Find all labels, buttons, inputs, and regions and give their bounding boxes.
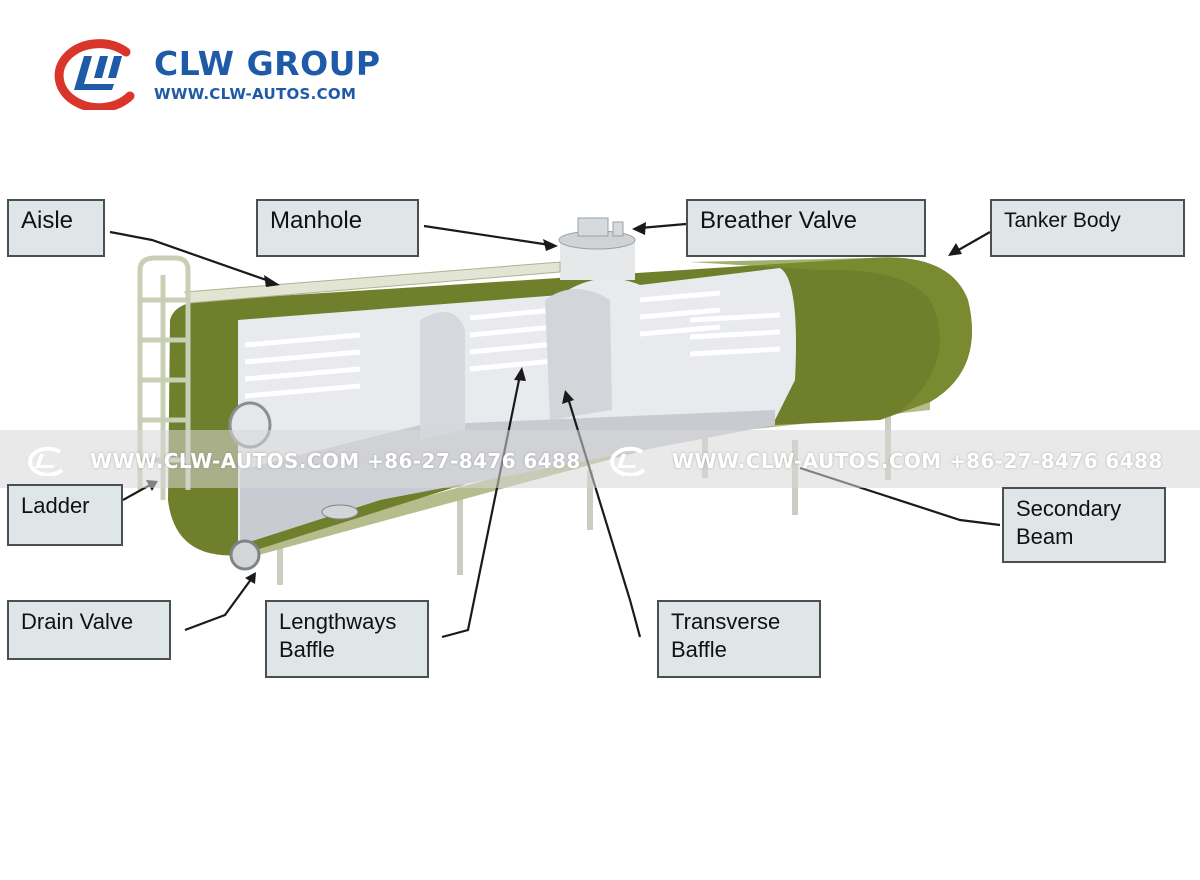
drain-valve-shape <box>229 539 261 571</box>
watermark-1: WWW.CLW-AUTOS.COM +86-27-8476 6488 <box>22 446 581 476</box>
label-breather-valve: Breather Valve <box>686 199 926 257</box>
clw-watermark-icon <box>28 446 64 476</box>
label-manhole: Manhole <box>256 199 419 257</box>
watermark-band <box>0 430 1200 488</box>
clw-logo-icon <box>54 39 135 110</box>
label-aisle: Aisle <box>7 199 105 257</box>
label-secondary-beam: Secondary Beam <box>1002 487 1166 563</box>
label-tanker-body: Tanker Body <box>990 199 1185 257</box>
watermark-text: WWW.CLW-AUTOS.COM +86-27-8476 6488 <box>90 449 581 473</box>
transverse-baffle-shape <box>420 312 465 440</box>
label-ladder: Ladder <box>7 484 123 546</box>
watermark-2: WWW.CLW-AUTOS.COM +86-27-8476 6488 <box>604 446 1163 476</box>
clw-logo: CLW GROUP WWW.CLW-AUTOS.COM <box>44 38 404 113</box>
secondary-beam-shape <box>190 400 930 560</box>
label-lengthways-baffle: Lengthways Baffle <box>265 600 429 678</box>
clw-watermark-icon <box>610 446 646 476</box>
label-transverse-baffle: Transverse Baffle <box>657 600 821 678</box>
watermark-text: WWW.CLW-AUTOS.COM +86-27-8476 6488 <box>672 449 1163 473</box>
logo-title: CLW GROUP <box>154 44 381 83</box>
label-drain-valve: Drain Valve <box>7 600 171 660</box>
logo-url: WWW.CLW-AUTOS.COM <box>154 85 357 103</box>
